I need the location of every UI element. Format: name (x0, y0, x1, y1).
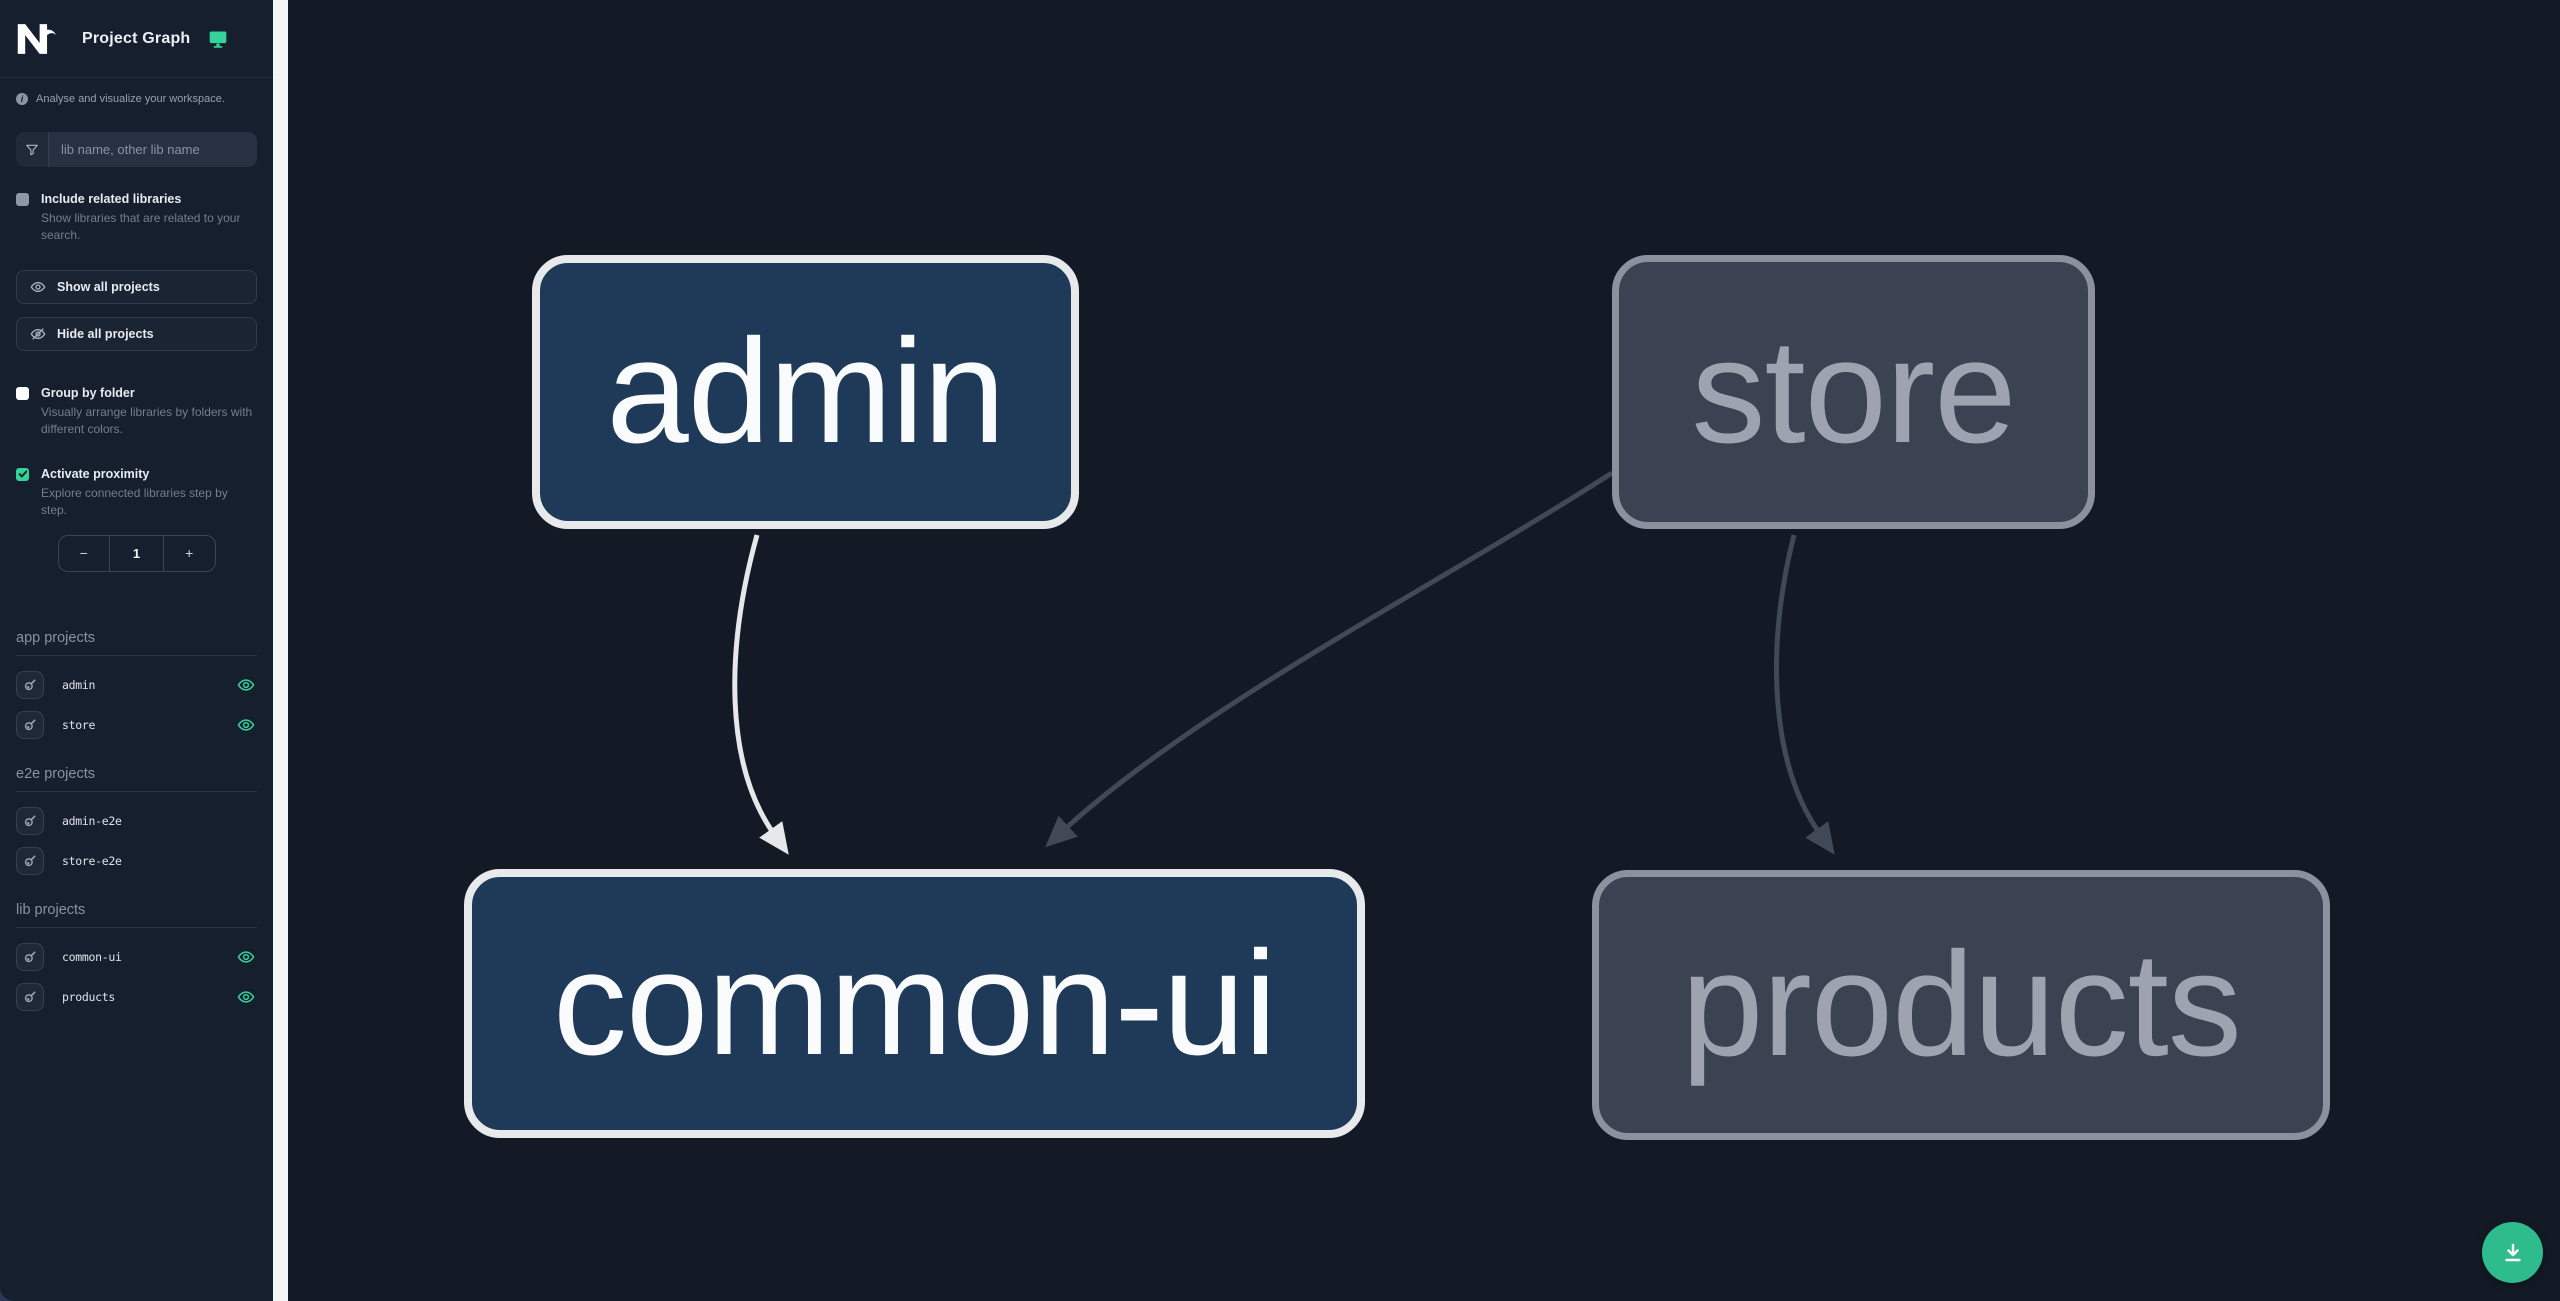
eye-icon (30, 281, 46, 292)
focus-project-button-store-e2e[interactable] (16, 846, 44, 875)
eye-icon (237, 679, 255, 691)
hide-all-projects-button[interactable]: Hide all projects (16, 316, 257, 351)
toggle-visibility-button-store[interactable] (237, 716, 255, 734)
show-all-projects-label: Show all projects (57, 279, 160, 294)
proximity-value: 1 (108, 535, 164, 571)
proximity-stepper: − 1 + (57, 534, 216, 572)
app-title: Project Graph (82, 29, 191, 47)
project-row-admin: admin (16, 670, 257, 699)
project-name: store (62, 717, 96, 732)
activate-proximity-checkbox[interactable] (16, 467, 29, 481)
eye-off-icon (30, 328, 46, 340)
graph-node-admin[interactable]: admin (532, 255, 1079, 529)
search-box (16, 132, 257, 167)
eye-icon (237, 719, 255, 731)
graph-node-products[interactable]: products (1592, 870, 2330, 1140)
nx-logo-icon (16, 23, 58, 54)
info-icon: i (16, 93, 28, 105)
graph-node-common-ui[interactable]: common-ui (464, 869, 1365, 1138)
project-row-admin-e2e: admin-e2e (16, 806, 257, 835)
toggle-visibility-button-products[interactable] (237, 988, 255, 1006)
focus-icon (24, 991, 36, 1003)
project-name: admin (62, 677, 96, 692)
option-label: Include related libraries (41, 192, 182, 206)
group-by-folder-option[interactable]: Group by folder Visually arrange librari… (0, 385, 273, 438)
eye-icon (237, 951, 255, 963)
proximity-decrement-button[interactable]: − (59, 536, 109, 571)
option-label: Activate proximity (41, 466, 150, 481)
project-row-store-e2e: store-e2e (16, 846, 257, 875)
graph-canvas[interactable]: admin store common-ui products (288, 0, 2560, 1301)
sidebar: Project Graph i Analyse and visualize yo… (0, 0, 273, 1301)
toggle-visibility-button-common-ui[interactable] (237, 948, 255, 966)
focus-icon (24, 679, 36, 691)
section-title-e2e-projects: e2e projects (16, 766, 257, 792)
workspace-info: i Analyse and visualize your workspace. (0, 93, 273, 105)
option-label: Group by folder (41, 385, 135, 400)
workspace-subtitle: Analyse and visualize your workspace. (36, 93, 225, 105)
section-title-app-projects: app projects (16, 630, 257, 656)
filter-funnel-icon (16, 132, 49, 167)
download-graph-button[interactable] (2482, 1222, 2543, 1283)
focus-icon (24, 719, 36, 731)
section-app-projects: app projects admin store (16, 630, 257, 739)
activate-proximity-option[interactable]: Activate proximity Explore connected lib… (0, 466, 273, 519)
graph-node-store[interactable]: store (1612, 255, 2095, 529)
project-sections: app projects admin store e2e projects admin-… (0, 630, 273, 1011)
focus-project-button-admin[interactable] (16, 670, 44, 699)
focus-icon (24, 855, 36, 867)
show-all-projects-button[interactable]: Show all projects (16, 269, 257, 304)
proximity-increment-button[interactable]: + (164, 536, 214, 571)
monitor-icon[interactable] (208, 29, 228, 49)
project-row-common-ui: common-ui (16, 942, 257, 971)
eye-icon (237, 991, 255, 1003)
project-name: common-ui (62, 949, 122, 964)
focus-icon (24, 815, 36, 827)
option-description: Explore connected libraries step by step… (41, 485, 228, 517)
focus-project-button-store[interactable] (16, 710, 44, 739)
edge-admin-to-common-ui[interactable] (732, 534, 789, 855)
sidebar-header: Project Graph (0, 0, 273, 78)
option-description: Visually arrange libraries by folders wi… (41, 404, 253, 436)
include-related-checkbox[interactable] (16, 193, 29, 206)
edge-store-to-common-ui[interactable] (1045, 470, 1614, 848)
group-by-folder-checkbox[interactable] (16, 386, 29, 400)
project-name: store-e2e (62, 853, 122, 868)
project-name: admin-e2e (62, 813, 122, 828)
section-lib-projects: lib projects common-ui products (16, 902, 257, 1011)
download-icon (2504, 1243, 2521, 1261)
sidebar-resize-handle[interactable] (273, 0, 288, 1301)
project-row-products: products (16, 982, 257, 1011)
hide-all-projects-label: Hide all projects (57, 326, 154, 341)
project-name: products (62, 989, 115, 1004)
section-e2e-projects: e2e projects admin-e2e store-e2e (16, 766, 257, 875)
focus-icon (24, 951, 36, 963)
check-icon (18, 470, 27, 478)
section-title-lib-projects: lib projects (16, 902, 257, 928)
focus-project-button-products[interactable] (16, 982, 44, 1011)
edge-store-to-products[interactable] (1774, 534, 1835, 855)
graph-edges-layer (732, 470, 1835, 855)
search-input[interactable] (49, 132, 257, 167)
focus-project-button-admin-e2e[interactable] (16, 806, 44, 835)
project-row-store: store (16, 710, 257, 739)
toggle-visibility-button-admin[interactable] (237, 676, 255, 694)
include-related-option[interactable]: Include related libraries Show libraries… (0, 191, 273, 244)
option-description: Show libraries that are related to your … (41, 210, 241, 242)
focus-project-button-common-ui[interactable] (16, 942, 44, 971)
